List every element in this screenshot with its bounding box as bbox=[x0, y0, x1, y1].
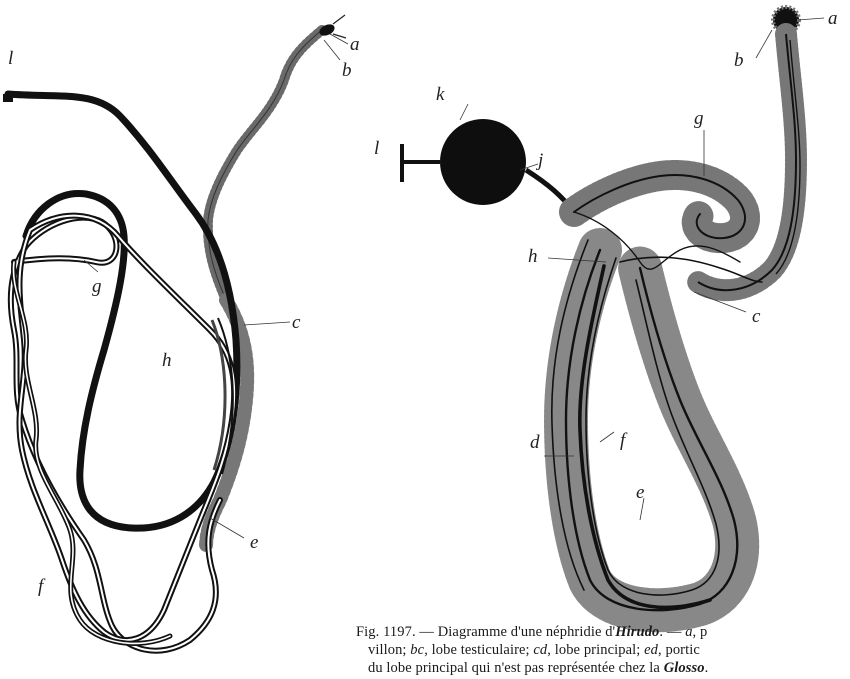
caption-sep: . — bbox=[659, 624, 685, 640]
caption-line2-a: villon; bbox=[368, 642, 410, 658]
right-label-c: c bbox=[752, 306, 761, 327]
right-nephridium-diagram: a b k l j g h c d f e bbox=[374, 7, 838, 610]
caption-line2-c: , lobe principal; bbox=[547, 642, 644, 658]
caption-genus-hirudo: Hirudo bbox=[615, 624, 659, 640]
caption-line3-a: du lobe principal qui n'est pas représen… bbox=[368, 660, 664, 676]
right-bladder bbox=[440, 119, 526, 205]
left-excretory-duct bbox=[8, 94, 237, 528]
right-label-g: g bbox=[694, 108, 704, 129]
left-label-e: e bbox=[250, 532, 258, 553]
left-label-h: h bbox=[162, 350, 172, 371]
right-label-j: j bbox=[535, 150, 543, 171]
right-label-f: f bbox=[620, 430, 628, 451]
left-testicular-lobe bbox=[208, 15, 346, 300]
caption-key-cd: cd bbox=[533, 642, 547, 658]
left-label-l: l bbox=[8, 48, 13, 69]
caption-line2-d: , portic bbox=[658, 642, 700, 658]
left-nephridium-diagram: l a b c g h e f bbox=[8, 15, 360, 651]
caption-fig-label: Fig. 1197. bbox=[356, 624, 416, 640]
caption-genus-glosso: Glosso bbox=[664, 660, 705, 676]
caption-intro: — Diagramme d'une néphridie d' bbox=[416, 624, 616, 640]
caption-key-a: a bbox=[685, 624, 692, 640]
right-label-h: h bbox=[528, 246, 538, 267]
caption-line3-b: . bbox=[705, 660, 709, 676]
left-label-b: b bbox=[342, 60, 352, 81]
figure-caption: Fig. 1197. — Diagramme d'une néphridie d… bbox=[356, 623, 850, 679]
right-label-l: l bbox=[374, 138, 379, 159]
right-label-a: a bbox=[828, 8, 838, 29]
right-principal-lobe bbox=[552, 175, 762, 610]
right-label-b: b bbox=[734, 50, 744, 71]
right-label-e: e bbox=[636, 482, 644, 503]
caption-key-ed: ed bbox=[644, 642, 658, 658]
right-label-k: k bbox=[436, 84, 445, 105]
caption-line2-b: , lobe testiculaire; bbox=[424, 642, 533, 658]
left-label-a: a bbox=[350, 34, 360, 55]
left-label-f: f bbox=[38, 576, 46, 597]
left-label-g: g bbox=[92, 276, 102, 297]
right-label-d: d bbox=[530, 432, 540, 453]
left-label-c: c bbox=[292, 312, 301, 333]
caption-key-bc: bc bbox=[410, 642, 424, 658]
caption-sep-2: , p bbox=[693, 624, 708, 640]
